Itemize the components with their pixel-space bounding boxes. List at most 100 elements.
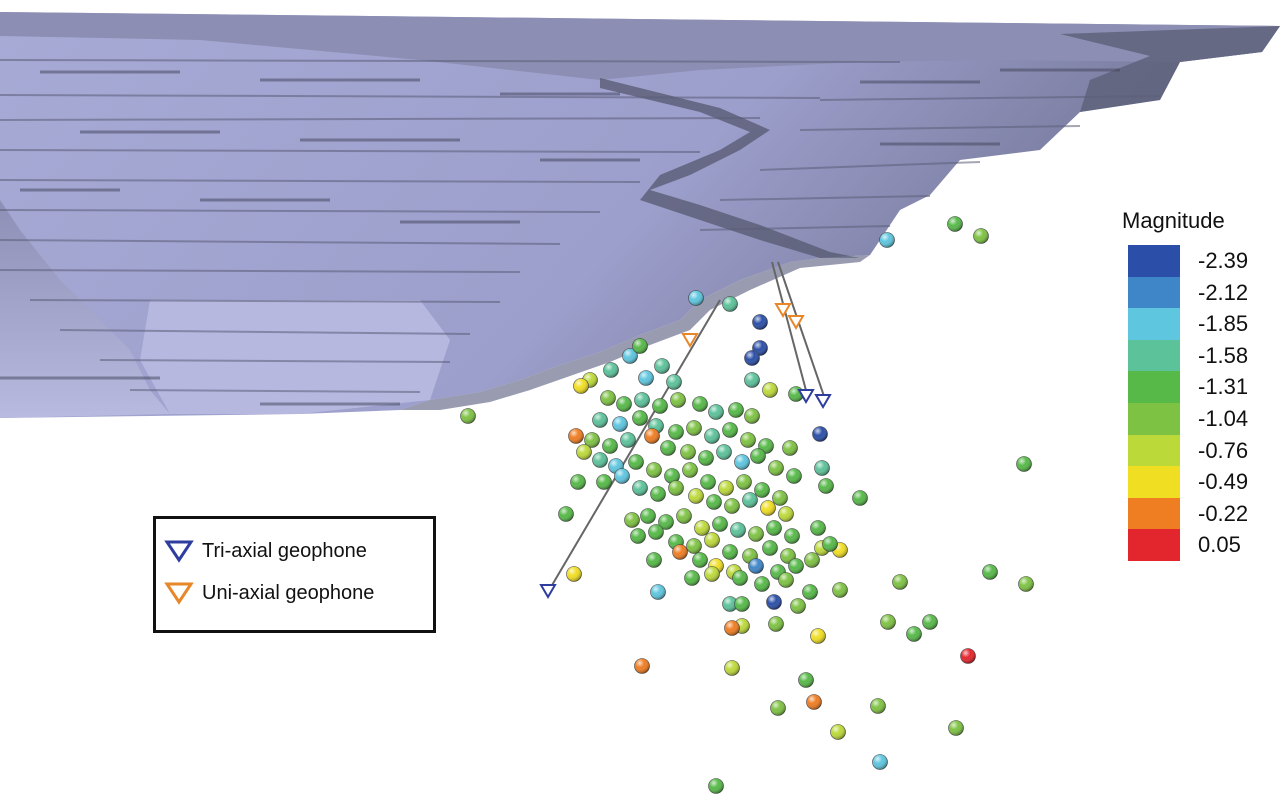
seismic-event: [948, 720, 964, 736]
seismic-event-highlight: [798, 672, 814, 688]
seismic-event-highlight: [748, 558, 764, 574]
seismic-event: [698, 450, 714, 466]
seismic-event: [708, 404, 724, 420]
uni-axial-geophone: [774, 303, 792, 318]
seismic-event: [558, 506, 574, 522]
swatch-1: [1128, 276, 1180, 309]
legend-uni-axial: Uni-axial geophone: [164, 581, 374, 605]
seismic-event-highlight: [722, 596, 738, 612]
seismic-event: [722, 422, 738, 438]
seismic-event: [852, 490, 868, 506]
seismic-event-highlight: [592, 412, 608, 428]
seismic-event: [722, 296, 738, 312]
seismic-event-highlight: [724, 498, 740, 514]
seismic-event: [812, 426, 828, 442]
seismic-event-highlight: [744, 408, 760, 424]
seismic-event-highlight: [460, 408, 476, 424]
seismic-event-highlight: [682, 462, 698, 478]
seismic-event: [614, 468, 630, 484]
seismic-event-highlight: [784, 528, 800, 544]
seismic-event: [686, 538, 702, 554]
seismic-event-highlight: [584, 432, 600, 448]
seismic-event-highlight: [652, 398, 668, 414]
seismic-event-highlight: [634, 392, 650, 408]
seismic-event-highlight: [632, 338, 648, 354]
seismic-event: [778, 506, 794, 522]
seismic-event-highlight: [640, 508, 656, 524]
seismic-event-highlight: [768, 460, 784, 476]
seismic-event-highlight: [742, 492, 758, 508]
seismic-event: [982, 564, 998, 580]
seismic-event-highlight: [766, 594, 782, 610]
seismic-event: [682, 462, 698, 478]
tri-axial-geophone: [539, 584, 557, 599]
seismic-event-highlight: [616, 396, 632, 412]
seismic-event: [716, 444, 732, 460]
seismic-event-highlight: [722, 422, 738, 438]
seismic-event-highlight: [668, 424, 684, 440]
seismic-event: [750, 448, 766, 464]
seismic-event-highlight: [744, 350, 760, 366]
seismic-event-highlight: [708, 404, 724, 420]
seismic-event-highlight: [620, 432, 636, 448]
seismic-event-highlight: [664, 468, 680, 484]
seismic-event: [666, 374, 682, 390]
seismic-event: [973, 228, 989, 244]
seismic-event: [592, 452, 608, 468]
seismic-event-highlight: [718, 480, 734, 496]
seismic-event: [708, 778, 724, 794]
swatch-4: [1128, 371, 1180, 403]
seismic-event: [744, 408, 760, 424]
seismic-event-highlight: [672, 544, 688, 560]
excavation-right-rim: [1060, 26, 1280, 112]
seismic-event-highlight: [638, 370, 654, 386]
seismic-event: [646, 462, 662, 478]
seismic-event-highlight: [724, 620, 740, 636]
swatch-5: [1128, 402, 1180, 435]
swatch-8: [1128, 497, 1180, 530]
seismic-event: [730, 522, 746, 538]
seismic-event: [660, 440, 676, 456]
seismic-event-highlight: [668, 480, 684, 496]
seismic-event: [788, 558, 804, 574]
seismic-event: [620, 432, 636, 448]
tri-axial-geophone: [797, 389, 815, 404]
seismic-event: [772, 490, 788, 506]
seismic-event-highlight: [576, 444, 592, 460]
seismic-event-highlight: [748, 526, 764, 542]
seismic-event: [798, 672, 814, 688]
seismic-event-highlight: [692, 552, 708, 568]
seismic-event: [810, 628, 826, 644]
seismic-event-highlight: [892, 574, 908, 590]
seismic-event-highlight: [570, 474, 586, 490]
seismic-event-highlight: [648, 524, 664, 540]
seismic-event: [600, 390, 616, 406]
seismic-event-highlight: [1018, 576, 1034, 592]
seismic-event-highlight: [666, 374, 682, 390]
seismic-event: [748, 558, 764, 574]
seismic-event: [692, 552, 708, 568]
seismic-event: [592, 412, 608, 428]
seismic-event: [752, 314, 768, 330]
seismic-event-highlight: [760, 500, 776, 516]
seismic-event: [724, 660, 740, 676]
seismic-event: [704, 428, 720, 444]
seismic-event: [622, 348, 638, 364]
seismic-event-highlight: [686, 420, 702, 436]
colorbar-tick: -0.76: [1198, 437, 1249, 463]
colorbar-ticks: -2.39 -2.12 -1.85 -1.58 -1.31 -1.04 -0.7…: [1198, 245, 1248, 561]
seismic-event: [686, 420, 702, 436]
seismic-event-highlight: [628, 454, 644, 470]
seismic-event-highlight: [744, 372, 760, 388]
seismic-event: [784, 528, 800, 544]
borehole-line: [771, 261, 809, 399]
seismic-event: [778, 572, 794, 588]
seismic-event-highlight: [724, 660, 740, 676]
seismic-event-highlight: [660, 440, 676, 456]
seismic-event-highlight: [704, 532, 720, 548]
seismic-event-highlight: [782, 440, 798, 456]
seismic-event: [804, 552, 820, 568]
seismic-event: [668, 480, 684, 496]
seismic-event-highlight: [948, 720, 964, 736]
seismic-event-highlight: [810, 520, 826, 536]
